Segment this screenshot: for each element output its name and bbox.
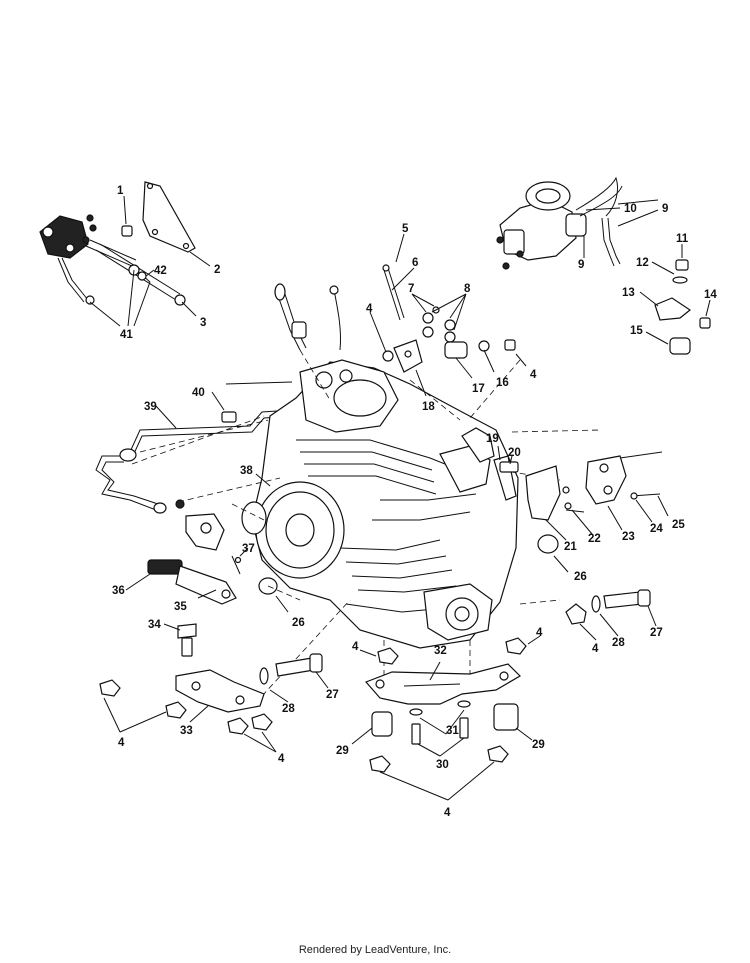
rubber-mounts-29 xyxy=(371,703,519,737)
callout-42: 42 xyxy=(154,265,167,277)
callout-30: 30 xyxy=(436,759,449,771)
callout-26b: 26 xyxy=(574,571,587,583)
spark-plug-area xyxy=(274,283,341,351)
callout-27b: 27 xyxy=(326,689,339,701)
callout-41: 41 xyxy=(120,329,133,341)
left-washer-28 xyxy=(259,667,269,685)
right-mount-parts xyxy=(565,589,651,625)
part-37 xyxy=(231,555,242,575)
fuel-pump-assembly xyxy=(39,214,97,259)
callout-27a: 27 xyxy=(650,627,663,639)
bracket-plate-2 xyxy=(142,181,196,253)
callout-11: 11 xyxy=(676,233,689,245)
callout-19: 19 xyxy=(486,433,499,445)
callout-20: 20 xyxy=(508,447,521,459)
callout-10: 10 xyxy=(624,203,637,215)
bolt-14 xyxy=(699,317,711,329)
bracket-33 xyxy=(175,669,265,713)
bracket-18 xyxy=(393,339,423,373)
callout-4c: 4 xyxy=(592,643,599,655)
callout-4g: 4 xyxy=(278,753,285,765)
callout-23: 23 xyxy=(622,531,635,543)
bolt-34 xyxy=(177,623,197,657)
callout-28b: 28 xyxy=(282,703,295,715)
callout-5: 5 xyxy=(402,223,409,235)
callout-7: 7 xyxy=(408,283,414,295)
bracket-13 xyxy=(654,297,692,321)
callout-31: 31 xyxy=(446,725,459,737)
screw-1 xyxy=(121,225,133,237)
callout-4f: 4 xyxy=(118,737,125,749)
callout-9a: 9 xyxy=(662,203,668,215)
callout-39: 39 xyxy=(144,401,157,413)
callout-12: 12 xyxy=(636,257,649,269)
callout-labels: 1 2 3 41 42 5 6 7 8 4 4 16 17 18 10 9 9 … xyxy=(112,185,717,819)
engine-mount-bushings-26 xyxy=(258,534,559,595)
callout-9b: 9 xyxy=(578,259,584,271)
shift-linkage-right xyxy=(493,451,663,521)
engine-block xyxy=(241,359,519,649)
callout-8: 8 xyxy=(464,283,471,295)
washers-7-8 xyxy=(422,306,456,343)
rod-top-40 xyxy=(225,381,293,385)
callout-16: 16 xyxy=(496,377,509,389)
callout-32: 32 xyxy=(434,645,447,657)
callout-4d: 4 xyxy=(536,627,543,639)
callout-29a: 29 xyxy=(336,745,349,757)
callout-37: 37 xyxy=(242,543,255,555)
callout-36: 36 xyxy=(112,585,125,597)
left-bolt-27 xyxy=(275,653,323,677)
footer-credit: Rendered by LeadVenture, Inc. xyxy=(298,944,452,956)
mount-plate-32 xyxy=(364,663,521,705)
callout-15: 15 xyxy=(630,325,643,337)
callout-1: 1 xyxy=(117,185,124,197)
callout-4b: 4 xyxy=(530,369,537,381)
clamp-40 xyxy=(221,411,237,423)
callout-13: 13 xyxy=(622,287,635,299)
left-bracket-piece xyxy=(175,499,225,551)
rod-6 xyxy=(382,264,405,321)
callout-4h: 4 xyxy=(444,807,451,819)
callout-3: 3 xyxy=(200,317,206,329)
callout-35: 35 xyxy=(174,601,187,613)
callout-40: 40 xyxy=(192,387,205,399)
callout-38: 38 xyxy=(240,465,253,477)
callout-4a: 4 xyxy=(366,303,373,315)
callout-22: 22 xyxy=(588,533,601,545)
callout-25: 25 xyxy=(672,519,685,531)
callout-26a: 26 xyxy=(292,617,305,629)
bolts-30-31 xyxy=(409,700,471,745)
callout-24: 24 xyxy=(650,523,663,535)
callout-6: 6 xyxy=(412,257,418,269)
callout-21: 21 xyxy=(564,541,577,553)
rubber-mount-15 xyxy=(669,337,691,355)
mount-nut-11 xyxy=(675,259,689,271)
callout-29b: 29 xyxy=(532,739,545,751)
callout-18: 18 xyxy=(422,401,435,413)
callout-28a: 28 xyxy=(612,637,625,649)
callout-33: 33 xyxy=(180,725,193,737)
washer-12 xyxy=(672,276,688,284)
kick-lever-35-36 xyxy=(147,559,237,605)
callout-34: 34 xyxy=(148,619,161,631)
callout-2: 2 xyxy=(214,264,220,276)
callout-4e: 4 xyxy=(352,641,359,653)
fuel-hose-41 xyxy=(57,239,186,306)
breather-tube-39 xyxy=(95,409,295,514)
washers-left-4 xyxy=(99,679,273,735)
carburetor-assembly xyxy=(496,181,587,270)
mount-nuts-4 xyxy=(369,637,527,773)
callout-14: 14 xyxy=(704,289,717,301)
carburetor-hoses-9-10 xyxy=(575,176,623,267)
parts-16-17 xyxy=(382,339,516,362)
leader-lines xyxy=(89,195,711,801)
callout-17: 17 xyxy=(472,383,485,395)
